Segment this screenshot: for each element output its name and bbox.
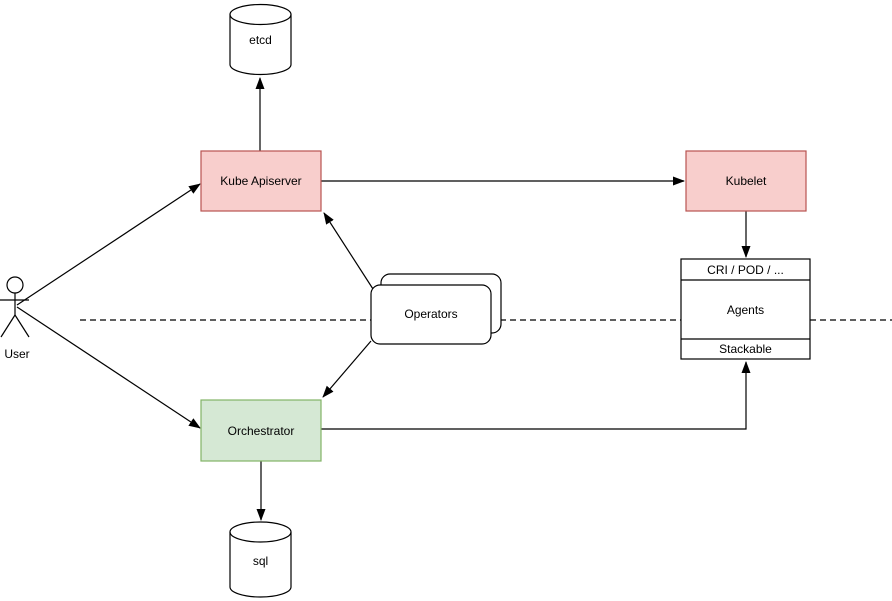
orchestrator-box	[200, 399, 322, 462]
actor-left-leg	[0, 314, 16, 338]
edge-operators-to-apiserver	[323, 212, 374, 290]
etcd-cylinder-body	[229, 3, 292, 76]
orchestrator-label: Orchestrator	[228, 424, 295, 438]
kube-apiserver-label: Kube Apiserver	[220, 174, 301, 188]
kubelet-box	[685, 150, 807, 212]
agents-stack-box	[680, 258, 811, 360]
actor-right-leg	[14, 314, 30, 338]
node-sql: sql	[229, 521, 292, 598]
edges-layer	[16, 77, 751, 521]
node-etcd: etcd	[229, 3, 292, 76]
node-user: User	[0, 276, 30, 361]
etcd-label: etcd	[249, 33, 272, 47]
operators-label: Operators	[404, 307, 457, 321]
node-agents-stack: CRI / POD / ... Agents Stackable	[680, 258, 811, 360]
kubelet-label: Kubelet	[726, 174, 767, 188]
node-kubelet: Kubelet	[685, 150, 807, 212]
etcd-cylinder-lid	[229, 14, 292, 26]
actor-head	[6, 276, 24, 294]
edge-operators-to-orchestrator	[322, 340, 372, 398]
edge-orchestrator-to-stackable	[321, 361, 751, 430]
edge-user-to-orchestrator	[16, 306, 201, 429]
cri-pod-label: CRI / POD / ...	[707, 263, 784, 277]
user-label: User	[4, 347, 29, 361]
sql-cylinder-lid	[229, 531, 292, 543]
node-operators: Operators	[370, 273, 502, 345]
edge-user-to-apiserver	[16, 183, 201, 306]
operators-front-card	[370, 284, 492, 345]
node-kube-apiserver: Kube Apiserver	[200, 150, 322, 212]
agents-label: Agents	[727, 303, 764, 317]
node-orchestrator: Orchestrator	[200, 399, 322, 462]
kube-apiserver-box	[200, 150, 322, 212]
sql-label: sql	[253, 554, 268, 568]
stackable-label: Stackable	[719, 342, 772, 356]
